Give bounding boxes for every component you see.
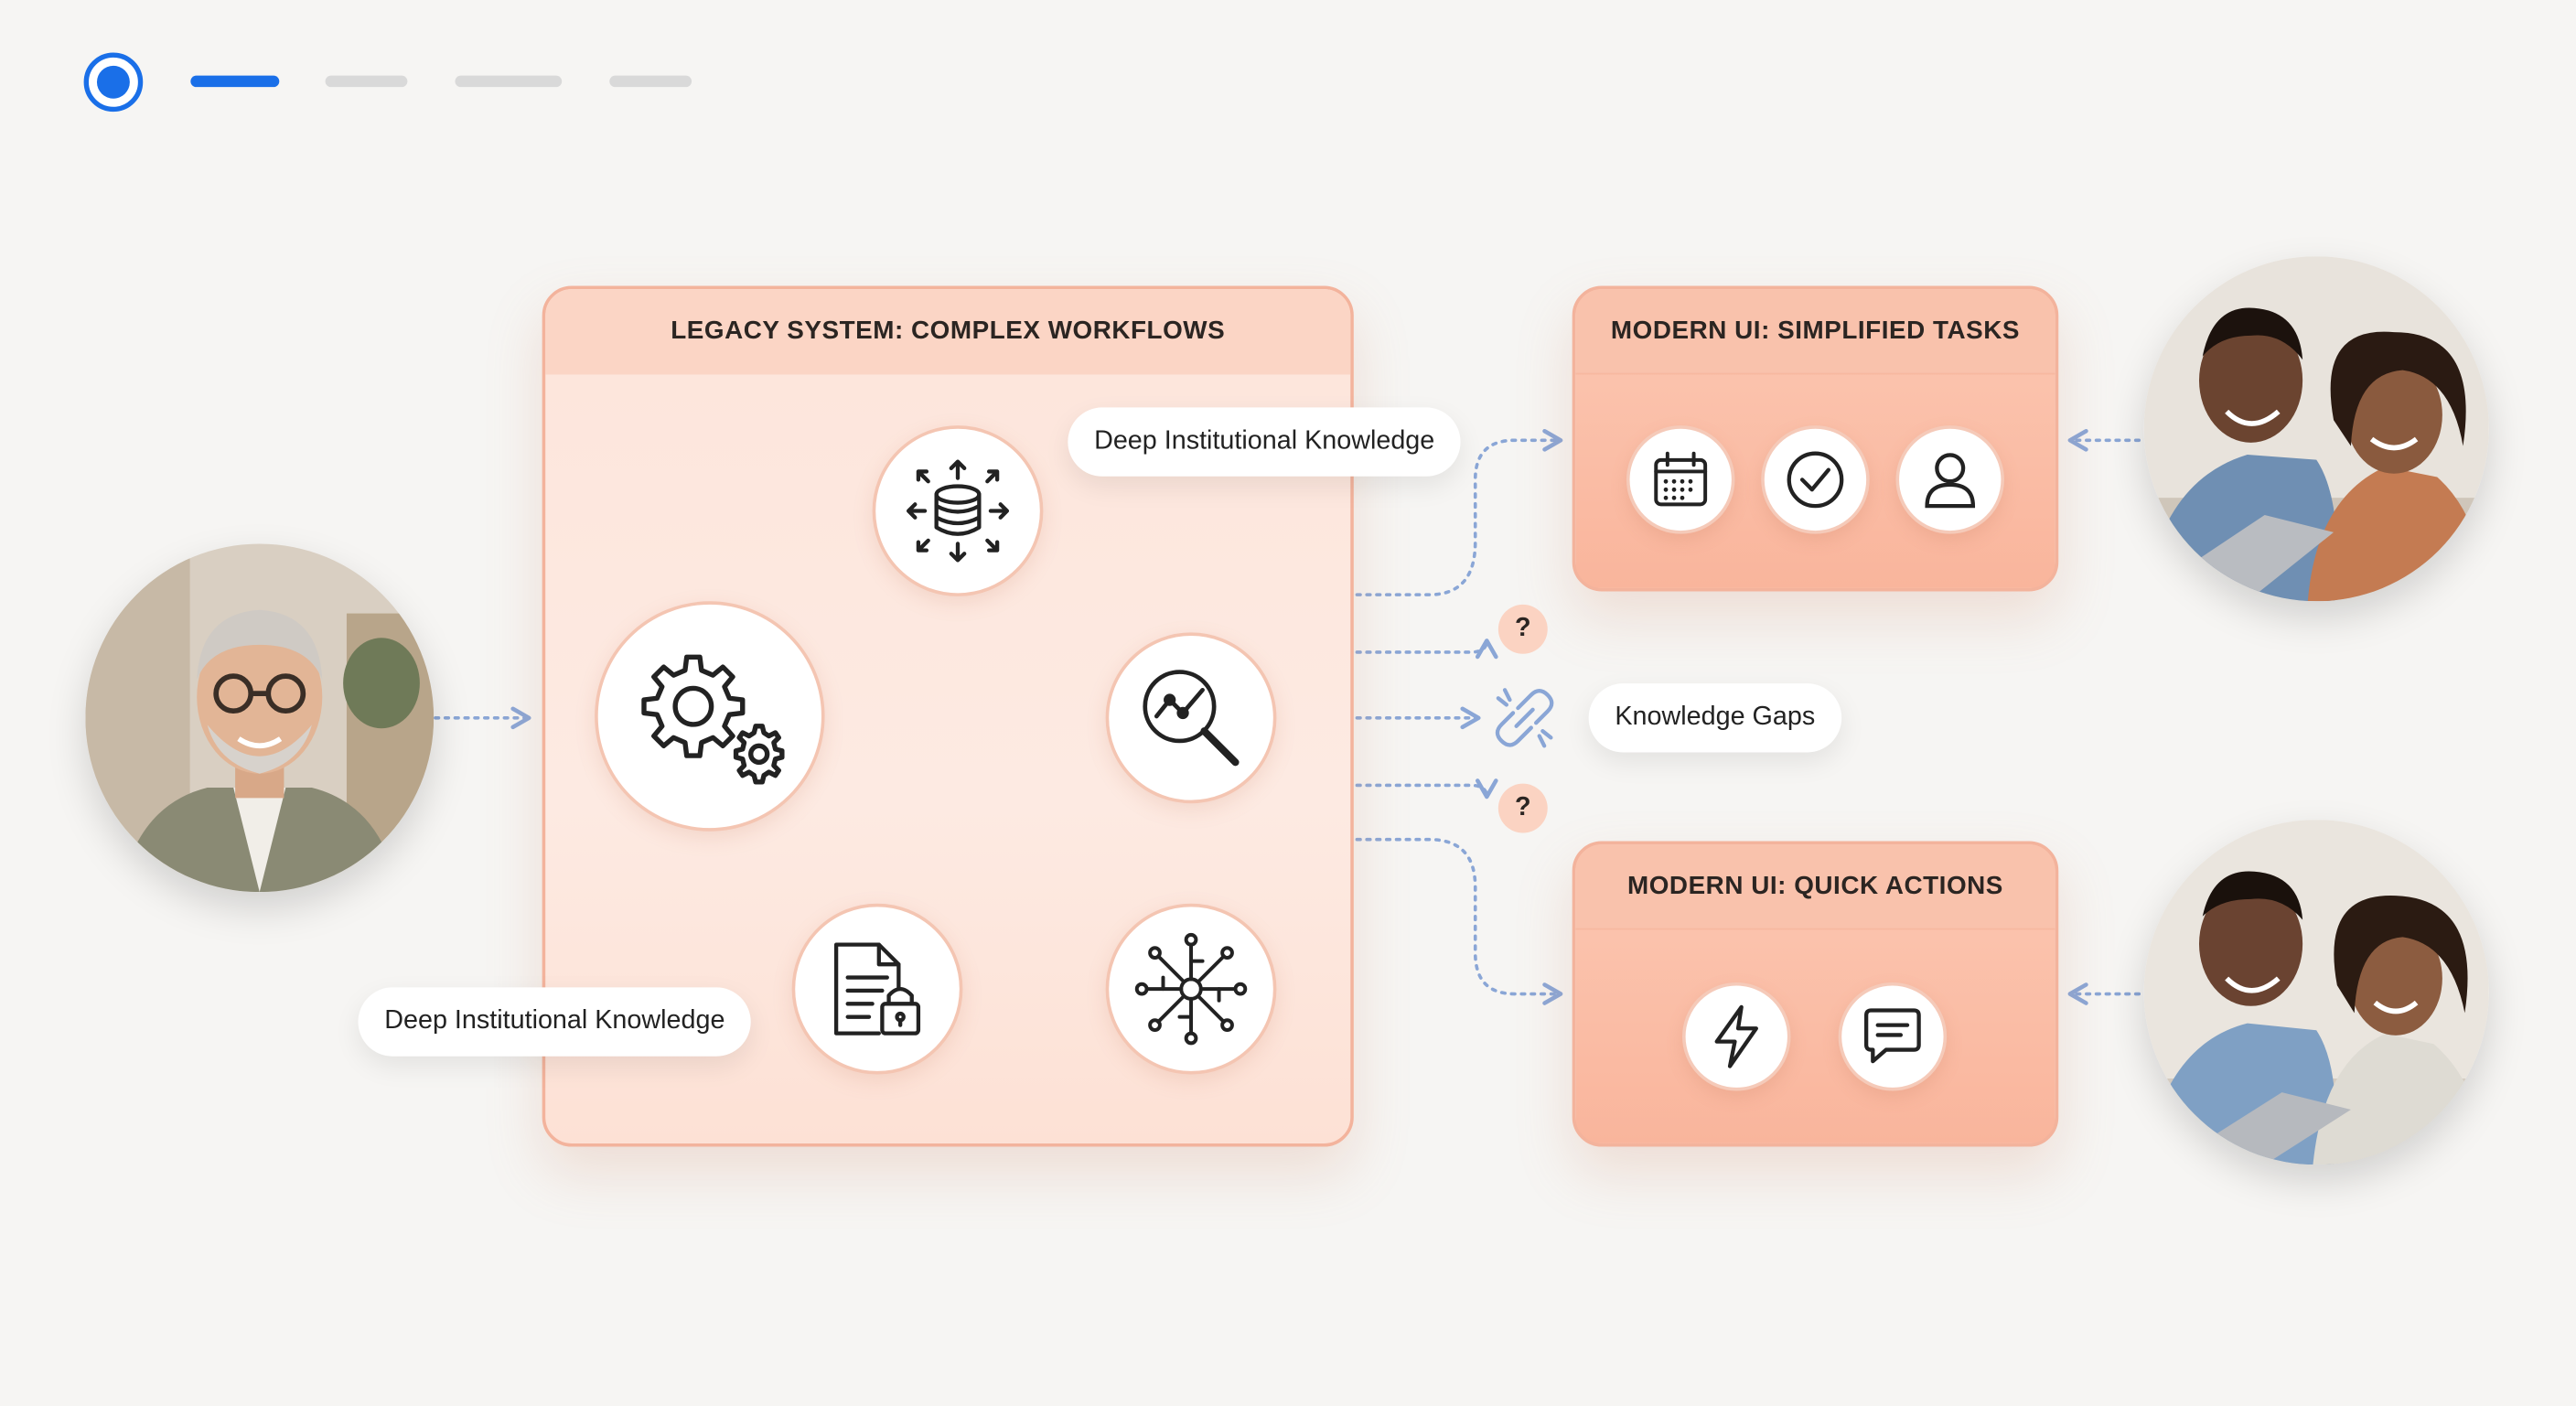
question-mark-top: ? [1497, 604, 1548, 654]
progress-step-4[interactable] [609, 75, 692, 88]
connector-legacy-to-modern-1 [1355, 428, 1563, 596]
connector-legacy-to-question-1 [1355, 639, 1498, 660]
secure-document-icon [833, 942, 921, 1036]
calendar-icon [1654, 451, 1708, 507]
analytics-search-icon [1143, 670, 1240, 767]
database-node[interactable] [872, 425, 1044, 596]
senior-expert-photo [85, 543, 435, 893]
question-mark-bottom: ? [1497, 783, 1548, 833]
legacy-panel-title: LEGACY SYSTEM: COMPLEX WORKFLOWS [545, 289, 1351, 375]
database-icon [906, 459, 1010, 563]
callout-knowledge-gaps: Knowledge Gaps [1588, 683, 1841, 753]
analytics-search-node[interactable] [1105, 632, 1277, 804]
broken-link-icon [1495, 688, 1554, 748]
gears-icon [641, 654, 785, 785]
lightning-icon [1714, 1004, 1758, 1068]
progress-step-3[interactable] [455, 75, 563, 88]
network-hub-node[interactable] [1105, 903, 1277, 1075]
user-icon [1925, 453, 1976, 509]
calendar-button[interactable] [1626, 425, 1735, 534]
team-photo-bottom [2143, 820, 2489, 1165]
lightning-button[interactable] [1682, 982, 1791, 1091]
user-button[interactable] [1895, 425, 2004, 534]
connector-legacy-to-modern-2 [1355, 837, 1563, 1005]
modern-panel-1-title: MODERN UI: SIMPLIFIED TASKS [1575, 289, 2055, 375]
callout-deep-knowledge-top: Deep Institutional Knowledge [1068, 407, 1462, 477]
settings-gears-node[interactable] [595, 601, 825, 832]
check-button[interactable] [1761, 425, 1870, 534]
chat-button[interactable] [1838, 982, 1948, 1091]
brand-logo-icon [83, 52, 144, 113]
network-hub-icon [1134, 932, 1248, 1046]
progress-step-2[interactable] [325, 75, 408, 88]
check-icon [1787, 451, 1844, 509]
callout-deep-knowledge-bottom: Deep Institutional Knowledge [358, 987, 752, 1057]
team-photo-top [2143, 256, 2489, 602]
connector-legacy-to-question-2 [1355, 778, 1498, 800]
chat-icon [1863, 1008, 1921, 1064]
progress-step-1[interactable] [190, 75, 280, 88]
modern-panel-2-title: MODERN UI: QUICK ACTIONS [1575, 844, 2055, 930]
secure-document-node[interactable] [791, 903, 963, 1075]
modern-quick-actions-panel: MODERN UI: QUICK ACTIONS [1572, 841, 2059, 1147]
